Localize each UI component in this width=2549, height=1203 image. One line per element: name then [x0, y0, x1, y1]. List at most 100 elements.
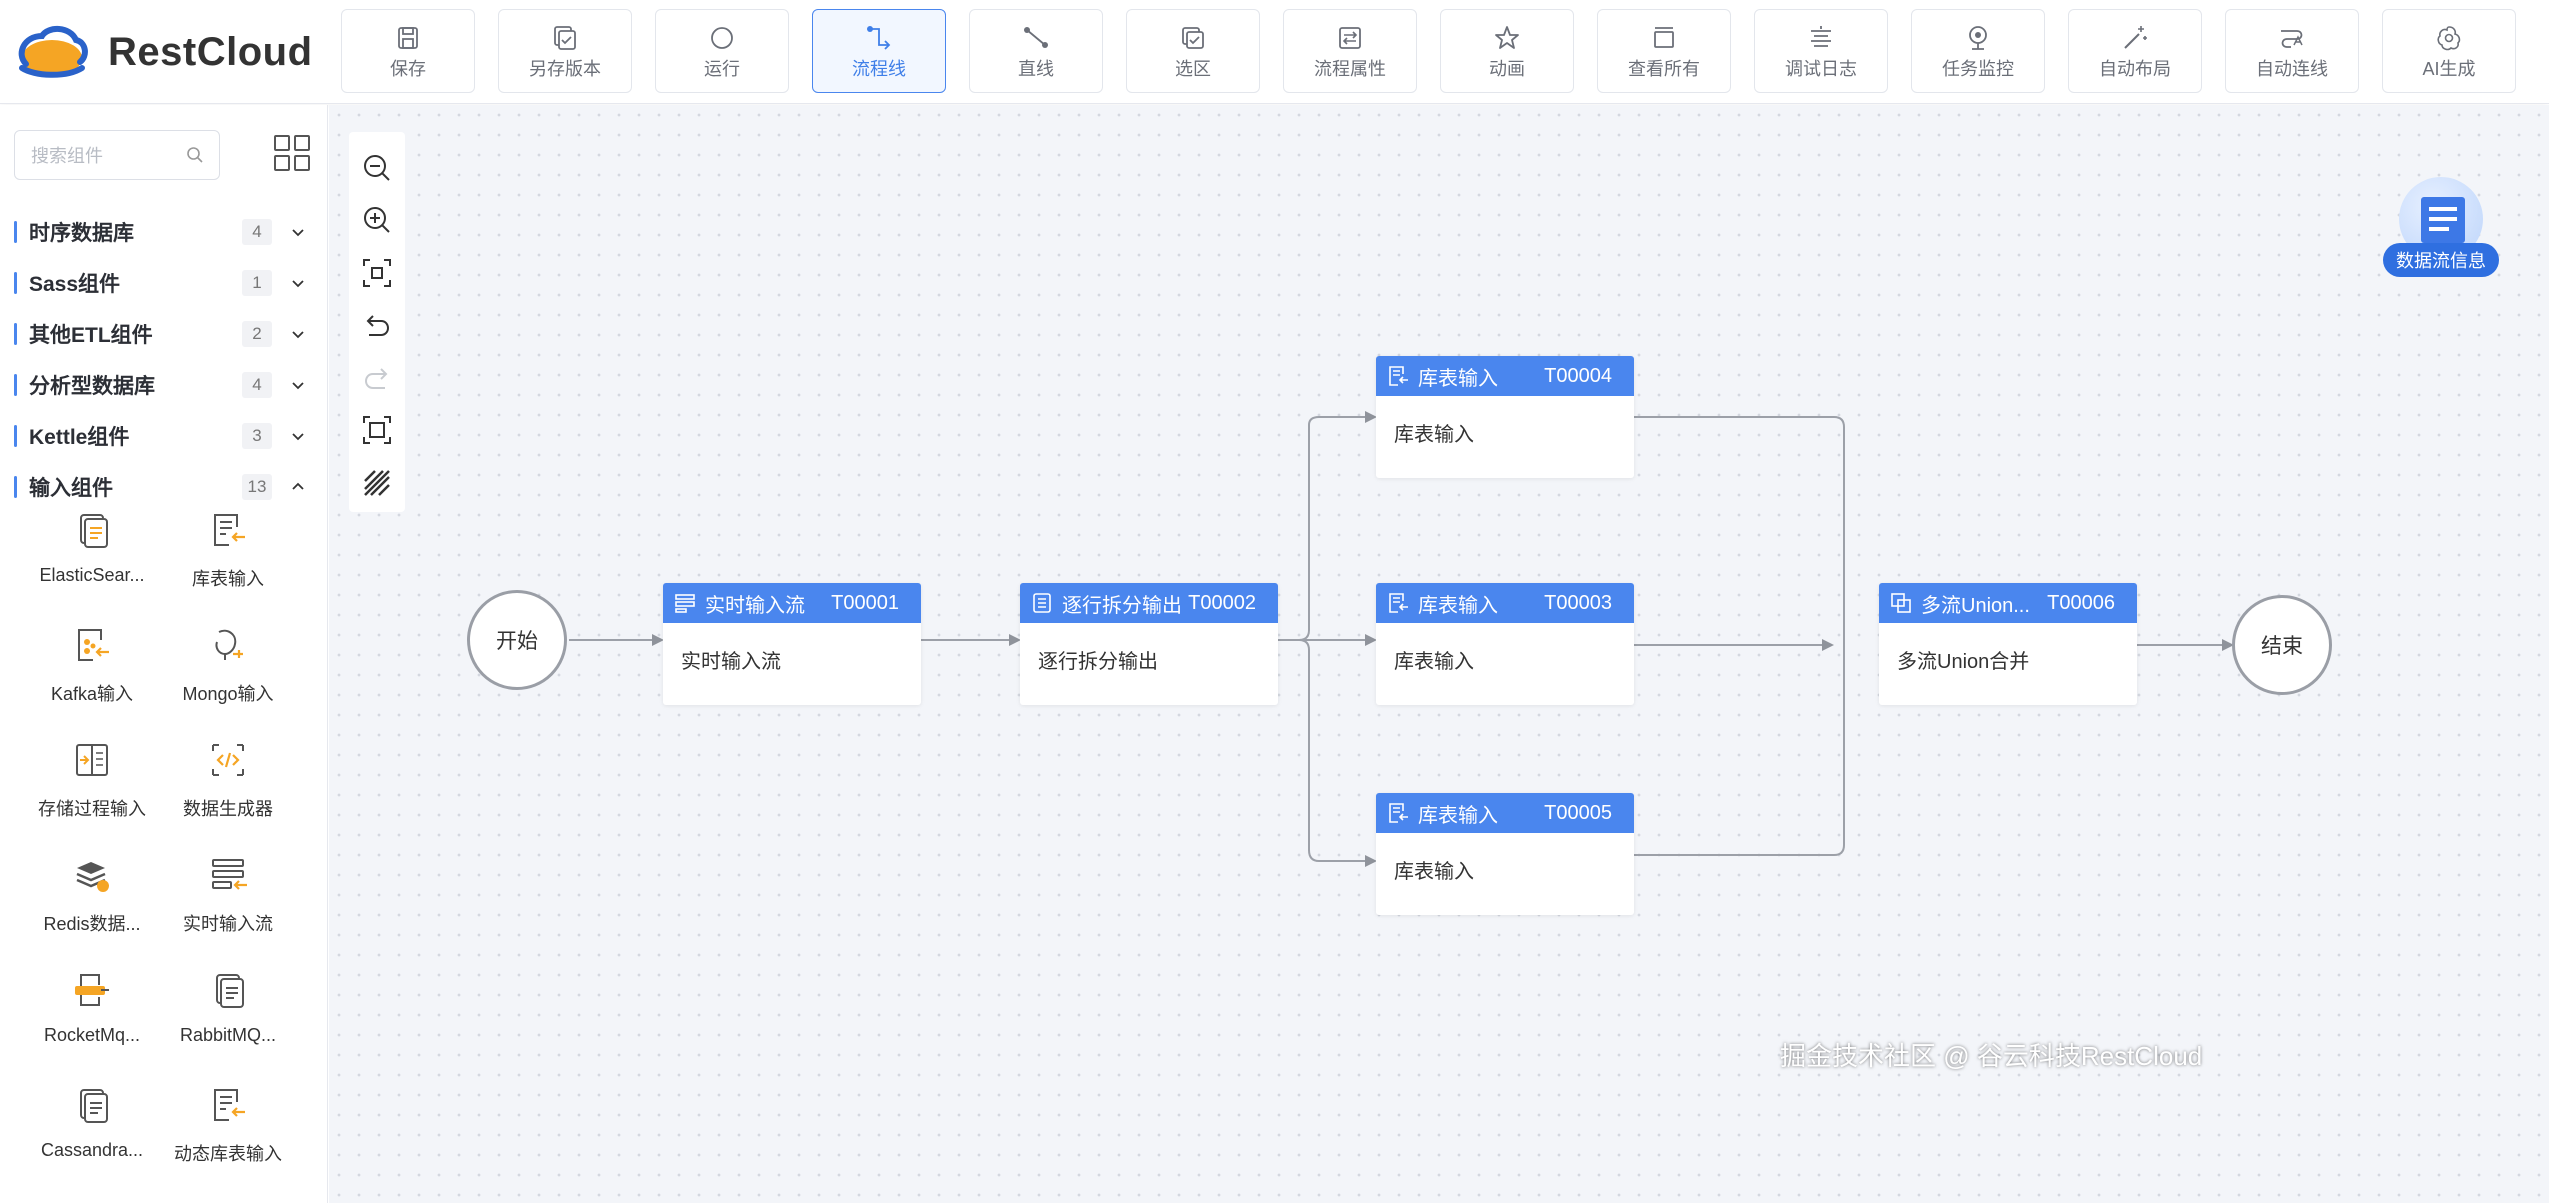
- component-label: Kafka输入: [50, 684, 134, 704]
- animation-button[interactable]: 动画: [1440, 9, 1574, 93]
- grid-view-icon[interactable]: [272, 133, 312, 173]
- debug-log-label: 调试日志: [1785, 59, 1857, 79]
- cloud-logo-icon: [14, 24, 88, 80]
- component-rocketmq[interactable]: RocketMq...: [22, 969, 162, 1069]
- selection-button[interactable]: 选区: [1126, 9, 1260, 93]
- component-label: 数据生成器: [183, 799, 273, 819]
- realtime-stream-icon: [212, 859, 247, 890]
- run-button[interactable]: 运行: [655, 9, 789, 93]
- rocketmq-icon: [75, 974, 109, 1006]
- flow-line-label: 流程线: [852, 59, 906, 79]
- node-title: 实时输入流: [705, 594, 805, 617]
- flow-node-t00005[interactable]: 库表输入 T00005 库表输入: [1376, 793, 1634, 915]
- ai-generate-icon: [2437, 26, 2461, 51]
- component-mongo-input[interactable]: Mongo输入: [158, 624, 298, 724]
- category-count: 3: [242, 423, 272, 449]
- straight-line-button[interactable]: 直线: [969, 9, 1103, 93]
- flow-node-t00002[interactable]: 逐行拆分输出 T00002 逐行拆分输出: [1020, 583, 1278, 705]
- save-version-button[interactable]: 另存版本: [498, 9, 632, 93]
- debug-log-icon: [1811, 26, 1831, 47]
- search-icon[interactable]: [185, 145, 205, 165]
- node-id: T00001: [831, 591, 899, 614]
- chevron-down-icon[interactable]: [290, 275, 306, 291]
- component-cassandra[interactable]: Cassandra...: [22, 1084, 162, 1184]
- actual-size-icon[interactable]: [361, 414, 393, 446]
- zoom-out-icon[interactable]: [361, 152, 393, 184]
- start-node[interactable]: 开始: [467, 590, 567, 690]
- flow-canvas[interactable]: 开始 实时输入流 T00001 实时输入流 逐行拆分输出 T00002 逐行拆分…: [329, 105, 2549, 1203]
- flow-node-t00003[interactable]: 库表输入 T00003 库表输入: [1376, 583, 1634, 705]
- category-name: 其他ETL组件: [29, 324, 153, 347]
- component-dynamic-table-input[interactable]: 动态库表输入: [158, 1084, 298, 1184]
- end-label: 结束: [2261, 635, 2303, 658]
- chevron-up-icon[interactable]: [290, 479, 306, 495]
- table-input-icon: [1389, 803, 1408, 823]
- ai-generate-button[interactable]: AI生成: [2382, 9, 2516, 93]
- category-marker: [14, 374, 17, 396]
- category-timeseries-db[interactable]: 时序数据库 4: [14, 212, 314, 252]
- flow-node-t00001[interactable]: 实时输入流 T00001 实时输入流: [663, 583, 921, 705]
- selection-icon: [1182, 27, 1204, 49]
- category-count: 2: [242, 321, 272, 347]
- chevron-down-icon[interactable]: [290, 428, 306, 444]
- category-kettle[interactable]: Kettle组件 3: [14, 416, 314, 456]
- category-analytic-db[interactable]: 分析型数据库 4: [14, 365, 314, 405]
- dataflow-info-button[interactable]: 数据流信息: [2383, 177, 2499, 277]
- end-node[interactable]: 结束: [2232, 595, 2332, 695]
- auto-layout-label: 自动布局: [2099, 59, 2171, 79]
- save-button[interactable]: 保存: [341, 9, 475, 93]
- node-description: 实时输入流: [681, 651, 781, 673]
- animation-label: 动画: [1489, 59, 1525, 79]
- component-redis[interactable]: Redis数据...: [22, 854, 162, 954]
- redo-icon[interactable]: [361, 362, 393, 394]
- node-description: 多流Union合并: [1897, 651, 2030, 673]
- task-monitor-button[interactable]: 任务监控: [1911, 9, 2045, 93]
- view-all-button[interactable]: 查看所有: [1597, 9, 1731, 93]
- grid-pattern-icon[interactable]: [361, 467, 393, 499]
- category-sass[interactable]: Sass组件 1: [14, 263, 314, 303]
- component-search-input[interactable]: 搜索组件: [14, 130, 220, 180]
- node-title: 多流Union...: [1921, 594, 2030, 617]
- chevron-down-icon[interactable]: [290, 224, 306, 240]
- category-marker: [14, 323, 17, 345]
- elasticsearch-icon: [80, 514, 108, 548]
- node-description: 库表输入: [1394, 651, 1474, 673]
- component-realtime-stream[interactable]: 实时输入流: [158, 854, 298, 954]
- view-all-icon: [1654, 27, 1674, 48]
- node-id: T00006: [2047, 591, 2115, 614]
- node-title: 库表输入: [1418, 594, 1498, 617]
- auto-layout-button[interactable]: 自动布局: [2068, 9, 2202, 93]
- flow-node-t00006[interactable]: 多流Union... T00006 多流Union合并: [1879, 583, 2137, 705]
- component-kafka-input[interactable]: Kafka输入: [22, 624, 162, 724]
- component-label: RocketMq...: [43, 1025, 141, 1045]
- chevron-down-icon[interactable]: [290, 326, 306, 342]
- dataflow-label: 数据流信息: [2383, 243, 2499, 277]
- realtime-stream-icon: [675, 594, 695, 613]
- component-elasticsearch[interactable]: ElasticSear...: [22, 509, 162, 609]
- component-rabbitmq[interactable]: RabbitMQ...: [158, 969, 298, 1069]
- category-marker: [14, 476, 17, 498]
- task-monitor-label: 任务监控: [1942, 59, 2014, 79]
- component-sidebar: 搜索组件 时序数据库 4 Sass组件 1 其他ETL组件 2 分析型数据库 4…: [0, 105, 328, 1203]
- flow-properties-button[interactable]: 流程属性: [1283, 9, 1417, 93]
- component-table-input[interactable]: 库表输入: [158, 509, 298, 609]
- zoom-in-icon[interactable]: [361, 204, 393, 236]
- category-count: 4: [242, 372, 272, 398]
- component-label: 库表输入: [192, 569, 264, 589]
- node-id: T00004: [1544, 364, 1612, 387]
- node-id: T00003: [1544, 591, 1612, 614]
- fit-view-icon[interactable]: [361, 257, 393, 289]
- auto-connect-button[interactable]: 自动连线: [2225, 9, 2359, 93]
- flow-line-button[interactable]: 流程线: [812, 9, 946, 93]
- category-other-etl[interactable]: 其他ETL组件 2: [14, 314, 314, 354]
- component-data-generator[interactable]: 数据生成器: [158, 739, 298, 839]
- union-merge-icon: [1891, 593, 1911, 613]
- node-description: 库表输入: [1394, 424, 1474, 446]
- view-all-label: 查看所有: [1628, 59, 1700, 79]
- chevron-down-icon[interactable]: [290, 377, 306, 393]
- flow-node-t00004[interactable]: 库表输入 T00004 库表输入: [1376, 356, 1634, 478]
- component-stored-procedure-input[interactable]: 存储过程输入: [22, 739, 162, 839]
- category-input[interactable]: 输入组件 13: [14, 467, 314, 507]
- debug-log-button[interactable]: 调试日志: [1754, 9, 1888, 93]
- undo-icon[interactable]: [361, 309, 393, 341]
